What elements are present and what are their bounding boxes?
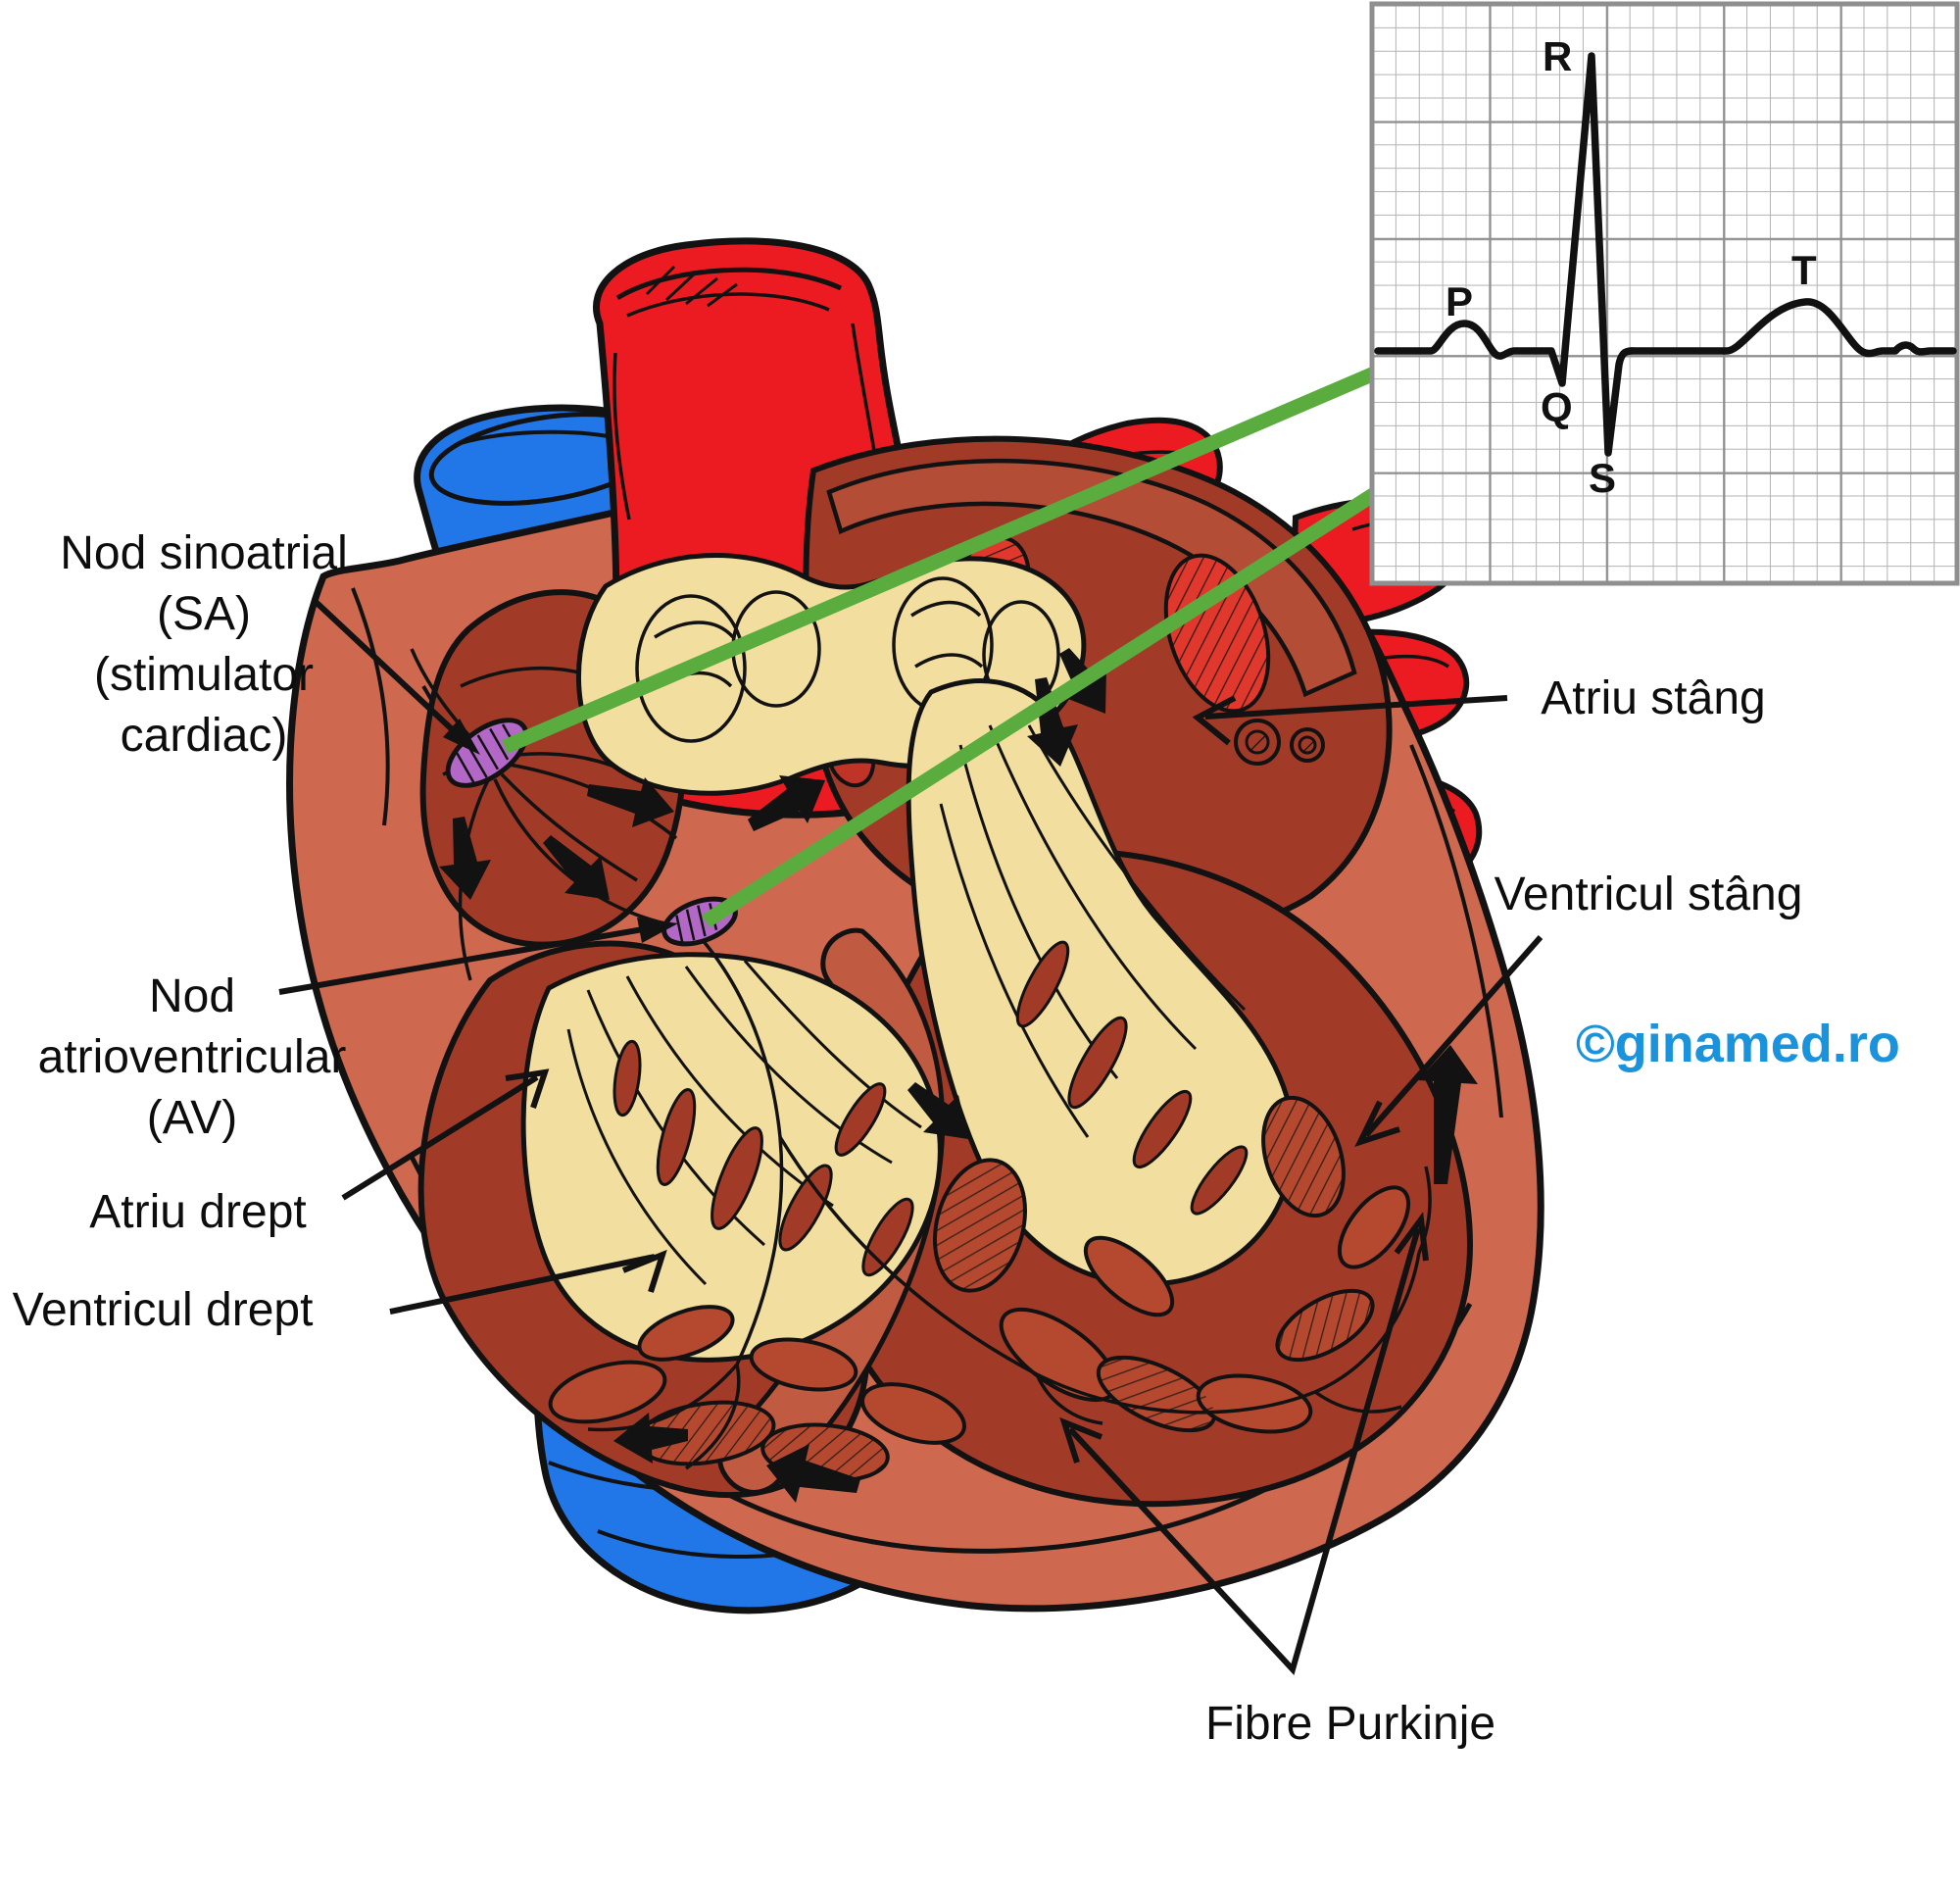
purkinje-leader [1059,1212,1429,1675]
right-atrium-leader [341,1068,550,1201]
sa-node-leader [311,597,480,755]
ecg-label-s: S [1589,455,1617,501]
flow-arrow [907,1082,968,1139]
label-purkinje-fibers: Fibre Purkinje [1204,1698,1496,1750]
flow-arrow [439,817,491,900]
label-right-ventricle: Ventricul drept [12,1284,314,1336]
mitral-chordae [906,678,1296,1287]
label-sa-node: Nod sinoatrial (SA) (stimulator cardiac) [60,527,348,762]
label-left-atrium: Atriu stâng [1541,672,1766,724]
label-av-node: Nod atrioventricular (AV) [37,970,347,1144]
flow-arrow [613,1413,688,1464]
ecg-trace [1374,52,1957,457]
blood-flow-arrows [439,648,1478,1503]
ecg-label-p: P [1446,278,1474,324]
tricuspid-chordae [520,952,943,1363]
label-right-atrium: Atriu drept [89,1186,307,1238]
flow-arrow [766,1444,860,1503]
sa-node [445,718,529,788]
flow-arrow [748,775,825,831]
flow-arrow [543,835,610,900]
leader-lines [278,597,1544,1675]
ecg-panel [1369,1,1960,586]
label-left-ventricle: Ventricul stâng [1494,869,1803,920]
ecg-label-r: R [1543,33,1573,79]
left-ventricle-leader [1354,935,1544,1148]
ecg-label-q: Q [1541,384,1573,430]
watermark-ginamed: ©ginamed.ro [1576,1015,1900,1073]
av-node-leader [278,918,678,995]
ecg-label-t: T [1791,247,1817,293]
left-atrium-leader [1192,695,1508,746]
flow-arrow [587,777,674,827]
right-ventricle-leader [389,1249,667,1315]
flow-arrow [1418,1045,1478,1184]
